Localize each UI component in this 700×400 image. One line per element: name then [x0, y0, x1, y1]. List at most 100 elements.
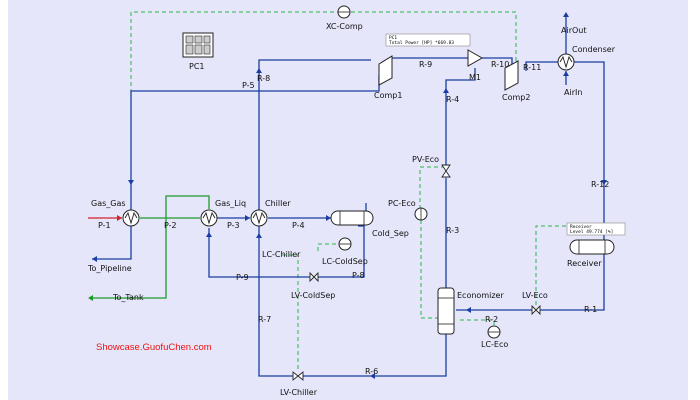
arrow-p1 [117, 215, 122, 221]
label-pc1: PC1 [189, 62, 205, 71]
label-r4: R-4 [446, 95, 459, 104]
label-comp1: Comp1 [374, 91, 402, 100]
cold-sep-vessel[interactable] [330, 210, 374, 226]
stream-p9 [208, 228, 310, 278]
m1-mixer[interactable] [467, 49, 484, 67]
pc1-controller[interactable] [182, 32, 214, 58]
label-r11: R-11 [523, 63, 541, 72]
receiver-note-title: Receiver [570, 224, 592, 230]
arrow-r2 [466, 307, 471, 313]
labels: XC-Comp PC1 R-8 P-5 R-9 Comp1 M1 R-10 R-… [87, 22, 616, 397]
pc-eco-controller[interactable] [414, 207, 428, 221]
label-p1: P-1 [98, 221, 111, 230]
arrowheads [88, 12, 607, 379]
label-r10: R-10 [491, 60, 509, 69]
arrow-airout [563, 12, 569, 17]
label-airout: AirOut [561, 26, 587, 35]
label-m1: M1 [469, 73, 481, 82]
stream-p5 [130, 75, 380, 211]
label-lv-eco: LV-Eco [522, 291, 548, 300]
economizer-vessel[interactable] [437, 287, 455, 335]
label-r8: R-8 [257, 74, 270, 83]
label-to-tank: To_Tank [112, 293, 144, 302]
gas-liq-exchanger[interactable] [200, 209, 218, 227]
stream-r10 [482, 57, 513, 66]
label-lc-chiller: LC-Chiller [262, 250, 301, 259]
label-lv-coldsep: LV-ColdSep [291, 291, 335, 300]
pc-eco-signal-line [419, 166, 444, 209]
label-p3: P-3 [227, 221, 240, 230]
stream-to-pipeline [92, 226, 132, 260]
label-gas-gas: Gas_Gas [91, 199, 126, 208]
label-condenser: Condenser [572, 45, 616, 54]
label-p5: P-5 [242, 81, 255, 90]
receiver-vessel[interactable] [569, 239, 615, 255]
lv-eco-valve[interactable] [531, 304, 541, 316]
label-r7: R-7 [258, 315, 271, 324]
receiver-level-note: Receiver Level 49.774 [%] [566, 222, 626, 236]
label-gas-liq: Gas_Liq [215, 199, 246, 208]
watermark-text: Showcase.GuofuChen.com [96, 342, 212, 353]
chiller-exchanger[interactable] [250, 209, 268, 227]
lc-coldsep-signal-line [317, 243, 345, 251]
label-p8: P-8 [352, 271, 365, 280]
stream-r1 [540, 250, 605, 311]
arrow-r12 [601, 180, 607, 185]
label-r9: R-9 [419, 60, 432, 69]
stream-r11 [525, 61, 558, 71]
label-lv-chiller: LV-Chiller [280, 388, 318, 397]
arrow-r7 [256, 233, 262, 238]
label-comp2: Comp2 [502, 93, 530, 102]
arrow-r6 [370, 373, 375, 379]
arrow-to-pipeline [92, 256, 97, 262]
arrow-r4 [443, 88, 449, 93]
label-pc-eco: PC-Eco [388, 199, 416, 208]
pc1-note-value: Total Power [HP] *669.83 [389, 40, 454, 46]
label-r3: R-3 [446, 226, 459, 235]
lv-chiller-valve[interactable] [292, 371, 304, 381]
pc1-note-title: PC1 [389, 35, 397, 41]
pc-eco-to-economizer-line [420, 220, 440, 319]
lc-chiller-signal-line [282, 254, 299, 372]
label-r6: R-6 [365, 367, 378, 376]
receiver-level-signal-line [535, 225, 568, 305]
label-chiller: Chiller [265, 199, 291, 208]
lv-coldsep-valve[interactable] [309, 271, 319, 283]
label-p4: P-4 [292, 221, 305, 230]
flowsheet-canvas[interactable] [8, 0, 688, 400]
stream-p8 [318, 225, 365, 278]
condenser-exchanger[interactable] [557, 53, 575, 71]
pc1-power-note: PC1 Total Power [HP] *669.83 [385, 33, 471, 47]
label-r2: R-2 [485, 315, 498, 324]
arrow-airin [563, 71, 569, 76]
stream-r7 [258, 226, 293, 377]
label-r12: R-12 [591, 180, 609, 189]
label-cold-sep: Cold_Sep [372, 229, 409, 238]
arrow-r8 [256, 68, 262, 73]
lc-eco-controller[interactable] [487, 325, 501, 339]
label-p9: P-9 [236, 273, 249, 282]
comp2-compressor[interactable] [504, 60, 519, 91]
label-lc-coldsep: LC-ColdSep [322, 257, 368, 266]
label-airin: AirIn [564, 88, 582, 97]
label-r1: R-1 [584, 305, 597, 314]
label-receiver: Receiver [567, 259, 602, 268]
arrow-p5-down [128, 180, 134, 185]
gas-gas-exchanger[interactable] [122, 209, 140, 227]
comp1-compressor[interactable] [378, 55, 393, 86]
pv-eco-valve[interactable] [441, 164, 451, 178]
arrow-to-tank [88, 295, 93, 301]
label-pv-eco: PV-Eco [412, 155, 439, 164]
xc-comp-controller[interactable] [337, 5, 351, 19]
label-xc-comp: XC-Comp [326, 22, 363, 31]
receiver-note-value: Level 49.774 [%] [570, 229, 613, 235]
lc-coldsep-controller[interactable] [338, 237, 352, 251]
stream-r6 [303, 333, 447, 377]
label-lc-eco: LC-Eco [481, 340, 508, 349]
label-to-pipeline: To_Pipeline [87, 264, 132, 273]
label-economizer: Economizer [457, 291, 504, 300]
stream-r8 [258, 59, 371, 211]
gas-streams [90, 195, 210, 299]
